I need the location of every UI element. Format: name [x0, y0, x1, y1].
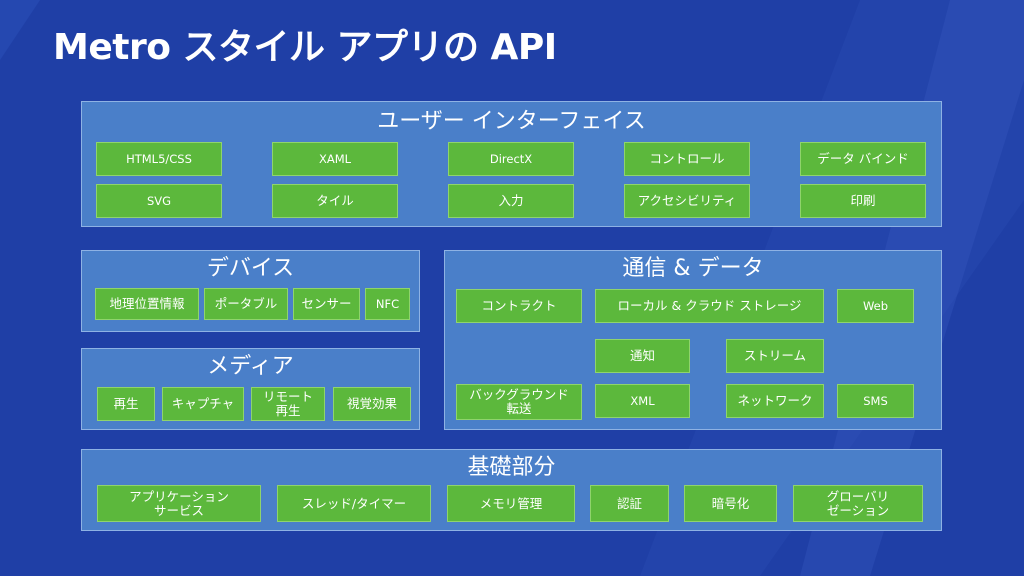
tiles-button[interactable]: タイル — [272, 184, 398, 218]
svg-button[interactable]: SVG — [96, 184, 222, 218]
app-services-button[interactable]: アプリケーション サービス — [97, 485, 261, 522]
globalization-button[interactable]: グローバリ ゼーション — [793, 485, 923, 522]
fundamentals-panel-title: 基礎部分 — [467, 455, 556, 480]
networking-button[interactable]: ネットワーク — [726, 384, 824, 418]
remote-playback-button[interactable]: リモート 再生 — [251, 387, 325, 421]
data-binding-button[interactable]: データ バインド — [800, 142, 926, 176]
ui-panel-title: ユーザー インターフェイス — [377, 109, 646, 134]
xaml-button[interactable]: XAML — [272, 142, 398, 176]
media-panel: メディア 再生 キャプチャ リモート 再生 視覚効果 — [81, 348, 420, 430]
html5-css-button[interactable]: HTML5/CSS — [96, 142, 222, 176]
streams-button[interactable]: ストリーム — [726, 339, 824, 373]
capture-button[interactable]: キャプチャ — [162, 387, 244, 421]
sensors-button[interactable]: センサー — [293, 288, 360, 320]
xml-button[interactable]: XML — [595, 384, 690, 418]
directx-button[interactable]: DirectX — [448, 142, 574, 176]
sms-button[interactable]: SMS — [837, 384, 914, 418]
input-button[interactable]: 入力 — [448, 184, 574, 218]
cryptography-button[interactable]: 暗号化 — [684, 485, 777, 522]
geolocation-button[interactable]: 地理位置情報 — [95, 288, 199, 320]
comm-data-panel: 通信 & データ コントラクト ローカル & クラウド ストレージ Web 通知… — [444, 250, 942, 430]
page-title: Metro スタイル アプリの API — [53, 27, 557, 68]
controls-button[interactable]: コントロール — [624, 142, 750, 176]
devices-panel-title: デバイス — [206, 256, 295, 281]
threading-timers-button[interactable]: スレッド/タイマー — [277, 485, 431, 522]
contracts-button[interactable]: コントラクト — [456, 289, 582, 323]
web-button[interactable]: Web — [837, 289, 914, 323]
authentication-button[interactable]: 認証 — [590, 485, 669, 522]
playback-button[interactable]: 再生 — [97, 387, 155, 421]
visual-effects-button[interactable]: 視覚効果 — [333, 387, 411, 421]
nfc-button[interactable]: NFC — [365, 288, 410, 320]
local-cloud-storage-button[interactable]: ローカル & クラウド ストレージ — [595, 289, 824, 323]
ui-panel: ユーザー インターフェイス HTML5/CSS XAML DirectX コント… — [81, 101, 942, 227]
comm-data-panel-title: 通信 & データ — [622, 256, 764, 281]
accessibility-button[interactable]: アクセシビリティ — [624, 184, 750, 218]
portable-button[interactable]: ポータブル — [204, 288, 288, 320]
printing-button[interactable]: 印刷 — [800, 184, 926, 218]
background-transfer-button[interactable]: バックグラウンド 転送 — [456, 384, 582, 420]
memory-management-button[interactable]: メモリ管理 — [447, 485, 575, 522]
devices-panel: デバイス 地理位置情報 ポータブル センサー NFC — [81, 250, 420, 332]
media-panel-title: メディア — [207, 354, 294, 379]
fundamentals-panel: 基礎部分 アプリケーション サービス スレッド/タイマー メモリ管理 認証 暗号… — [81, 449, 942, 531]
notifications-button[interactable]: 通知 — [595, 339, 690, 373]
